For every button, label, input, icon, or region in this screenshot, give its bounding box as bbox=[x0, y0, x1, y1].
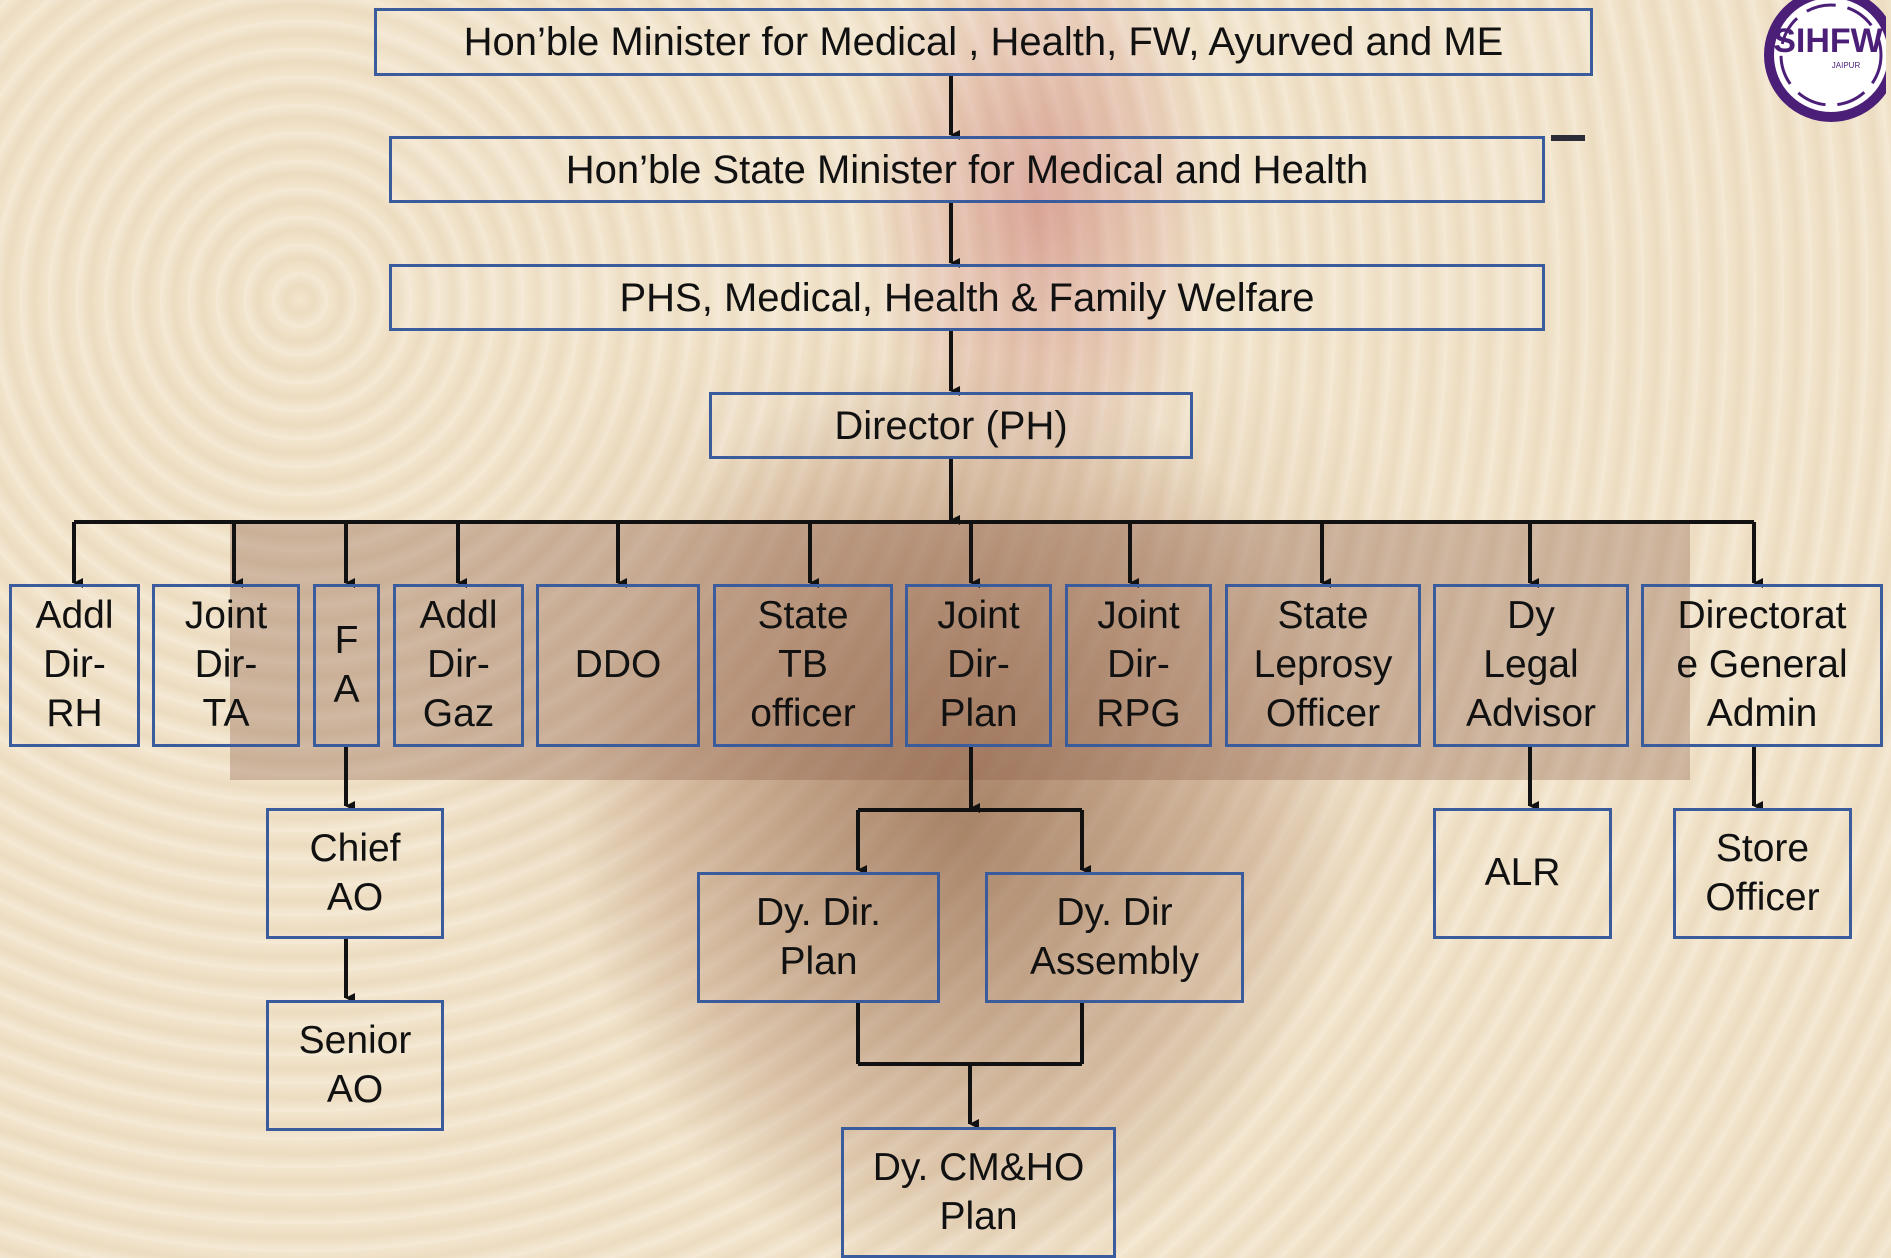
label-director: Director (PH) bbox=[834, 403, 1068, 448]
label-alr: ALR bbox=[1484, 851, 1561, 895]
label-fa-1: F bbox=[334, 618, 359, 662]
label-dy-legal-3: Advisor bbox=[1465, 691, 1597, 735]
logo-subtext: JAIPUR bbox=[1832, 61, 1861, 70]
label-state-leprosy-2: Leprosy bbox=[1253, 643, 1393, 687]
dash-mark bbox=[1551, 135, 1585, 141]
sihfw-logo: SIHFW JAIPUR bbox=[1764, 0, 1886, 122]
label-chief-ao-1: Chief bbox=[309, 826, 401, 870]
label-joint-dir-plan-3: Plan bbox=[939, 691, 1018, 735]
label-joint-dir-ta-2: Dir- bbox=[194, 643, 258, 687]
label-addl-dir-rh-3: RH bbox=[46, 691, 103, 735]
label-ddo: DDO bbox=[574, 643, 662, 687]
box-ddo: DDO bbox=[536, 584, 700, 747]
label-dy-cmho-plan-2: Plan bbox=[939, 1194, 1018, 1238]
box-dy-dir-plan: Dy. Dir. Plan bbox=[697, 872, 940, 1003]
label-addl-dir-rh-1: Addl bbox=[35, 594, 114, 638]
background-band bbox=[230, 520, 1690, 780]
label-chief-ao-2: AO bbox=[326, 875, 384, 919]
label-addl-dir-gaz-1: Addl bbox=[419, 594, 498, 638]
label-dir-general-admin-1: Directorat bbox=[1677, 594, 1847, 638]
logo-text: SIHFW bbox=[1773, 22, 1883, 60]
label-addl-dir-gaz-3: Gaz bbox=[422, 691, 495, 735]
label-dy-dir-plan-1: Dy. Dir. bbox=[756, 890, 881, 934]
label-joint-dir-plan-2: Dir- bbox=[947, 643, 1010, 687]
label-dy-dir-plan-2: Plan bbox=[779, 939, 858, 983]
label-joint-dir-ta-1: Joint bbox=[184, 594, 268, 638]
label-state-tb-3: officer bbox=[750, 691, 856, 735]
box-director: Director (PH) bbox=[709, 392, 1193, 459]
label-store-officer-1: Store bbox=[1715, 826, 1810, 870]
label-senior-ao-1: Senior bbox=[298, 1018, 412, 1062]
label-dir-general-admin-3: Admin bbox=[1706, 691, 1818, 735]
label-dy-legal-2: Legal bbox=[1483, 643, 1579, 687]
box-alr: ALR bbox=[1433, 808, 1612, 939]
label-state-leprosy-1: State bbox=[1277, 594, 1369, 638]
label-state-tb-2: TB bbox=[778, 643, 828, 687]
label-fa-2: A bbox=[333, 667, 360, 711]
label-joint-dir-ta-3: TA bbox=[202, 691, 250, 735]
label-addl-dir-rh-2: Dir- bbox=[43, 643, 106, 687]
label-state-minister: Hon’ble State Minister for Medical and H… bbox=[565, 147, 1369, 192]
box-minister: Hon’ble Minister for Medical , Health, F… bbox=[374, 8, 1593, 76]
label-state-tb-1: State bbox=[757, 594, 849, 638]
label-dy-legal-1: Dy bbox=[1507, 594, 1555, 638]
label-joint-dir-rpg-2: Dir- bbox=[1107, 643, 1170, 687]
label-joint-dir-plan-1: Joint bbox=[937, 594, 1020, 638]
label-state-leprosy-3: Officer bbox=[1265, 691, 1381, 735]
box-phs: PHS, Medical, Health & Family Welfare bbox=[389, 264, 1545, 331]
label-dy-dir-assembly-1: Dy. Dir bbox=[1056, 890, 1173, 934]
label-senior-ao-2: AO bbox=[326, 1067, 384, 1111]
box-state-minister: Hon’ble State Minister for Medical and H… bbox=[389, 136, 1545, 203]
box-dy-cmho-plan: Dy. CM&HO Plan bbox=[841, 1127, 1116, 1258]
label-joint-dir-rpg-1: Joint bbox=[1097, 594, 1180, 638]
label-dir-general-admin-2: e General bbox=[1676, 643, 1848, 687]
label-joint-dir-rpg-3: RPG bbox=[1096, 691, 1181, 735]
label-dy-cmho-plan-1: Dy. CM&HO bbox=[872, 1145, 1085, 1189]
label-minister: Hon’ble Minister for Medical , Health, F… bbox=[463, 20, 1504, 64]
label-phs: PHS, Medical, Health & Family Welfare bbox=[619, 275, 1315, 320]
label-addl-dir-gaz-2: Dir- bbox=[427, 643, 490, 687]
label-dy-dir-assembly-2: Assembly bbox=[1029, 939, 1200, 983]
label-store-officer-2: Officer bbox=[1705, 875, 1820, 919]
